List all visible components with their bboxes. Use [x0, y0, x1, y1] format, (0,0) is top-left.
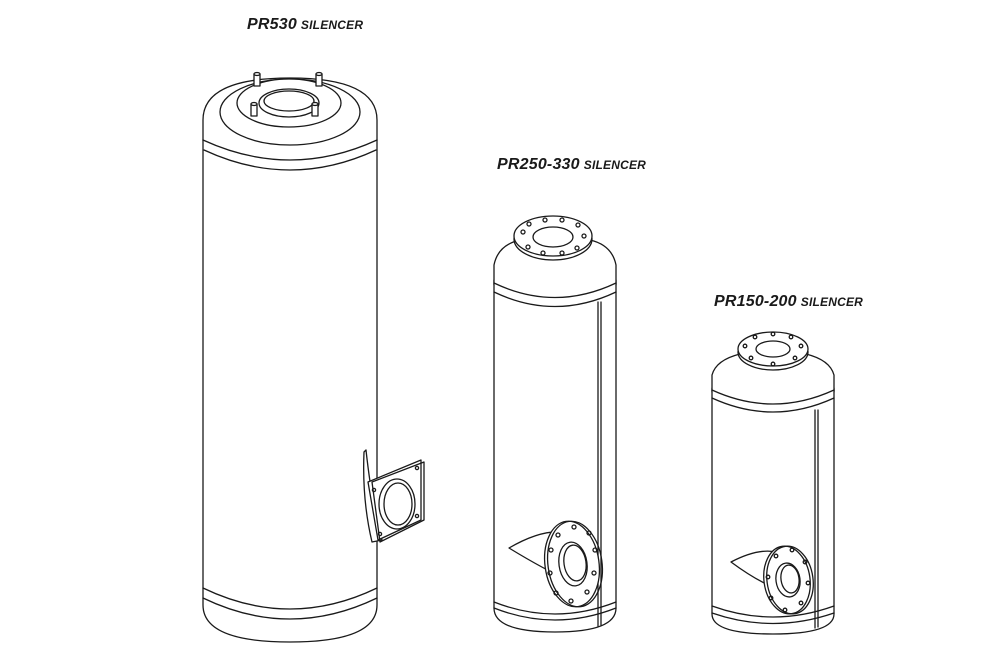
pr530-side-flange-bolts — [372, 466, 418, 535]
pr250-top-outlet — [533, 227, 573, 247]
pr530-top-outlet-inner — [264, 91, 314, 111]
pr250-330-silencer — [494, 216, 616, 632]
pr150-side-opening-inner — [779, 564, 801, 594]
pr530-top-outlet-outer — [259, 89, 319, 117]
pr530-side-flange-edge — [372, 462, 424, 542]
pr150-bottom-band-2 — [712, 613, 834, 624]
pr530-body — [203, 140, 377, 642]
pr150-200-silencer — [712, 332, 834, 634]
pr150-side-flange-bolts — [766, 548, 810, 612]
pr530-top-band-1 — [203, 140, 377, 160]
pr250-top-flange-face — [514, 216, 592, 256]
pr250-bottom-band-2 — [494, 608, 616, 620]
pr250-top-band-2 — [494, 292, 616, 307]
pr250-330-model-text: PR250-330 — [497, 156, 580, 173]
pr530-silencer — [203, 73, 424, 643]
pr150-top-outlet — [756, 341, 790, 357]
pr530-model-text: PR530 — [247, 16, 297, 33]
pr150-bottom-band-1 — [712, 606, 834, 617]
pr250-side-opening-inner — [562, 544, 589, 583]
pr530-studs — [251, 73, 322, 117]
pr530-side-inlet-opening — [379, 479, 415, 529]
pr250-side-flange-bolts — [548, 525, 597, 603]
pr530-suffix-text: SILENCER — [300, 18, 364, 32]
pr250-top-band-1 — [494, 283, 616, 298]
pr150-200-model-text: PR150-200 — [714, 293, 797, 310]
pr150-top-band-1 — [712, 390, 834, 404]
pr530-bottom-band-1 — [203, 588, 377, 609]
pr150-top-band-2 — [712, 398, 834, 412]
pr530-top-band-2 — [204, 150, 376, 170]
pr250-side-opening — [556, 540, 590, 587]
pr530-side-inlet-inner — [384, 483, 412, 525]
pr250-330-suffix-text: SILENCER — [583, 158, 647, 172]
pr150-top-flange-bolts — [743, 332, 803, 366]
pr530-bottom-band-2 — [203, 598, 377, 619]
pr250-top-flange-bolts — [521, 218, 586, 255]
pr150-top-flange-face — [738, 332, 808, 366]
pr150-side-flange-rim — [762, 543, 817, 617]
pr150-200-suffix-text: SILENCER — [800, 295, 864, 309]
pr250-side-flange-rim — [542, 518, 607, 611]
pr250-bottom-band-1 — [494, 602, 616, 614]
